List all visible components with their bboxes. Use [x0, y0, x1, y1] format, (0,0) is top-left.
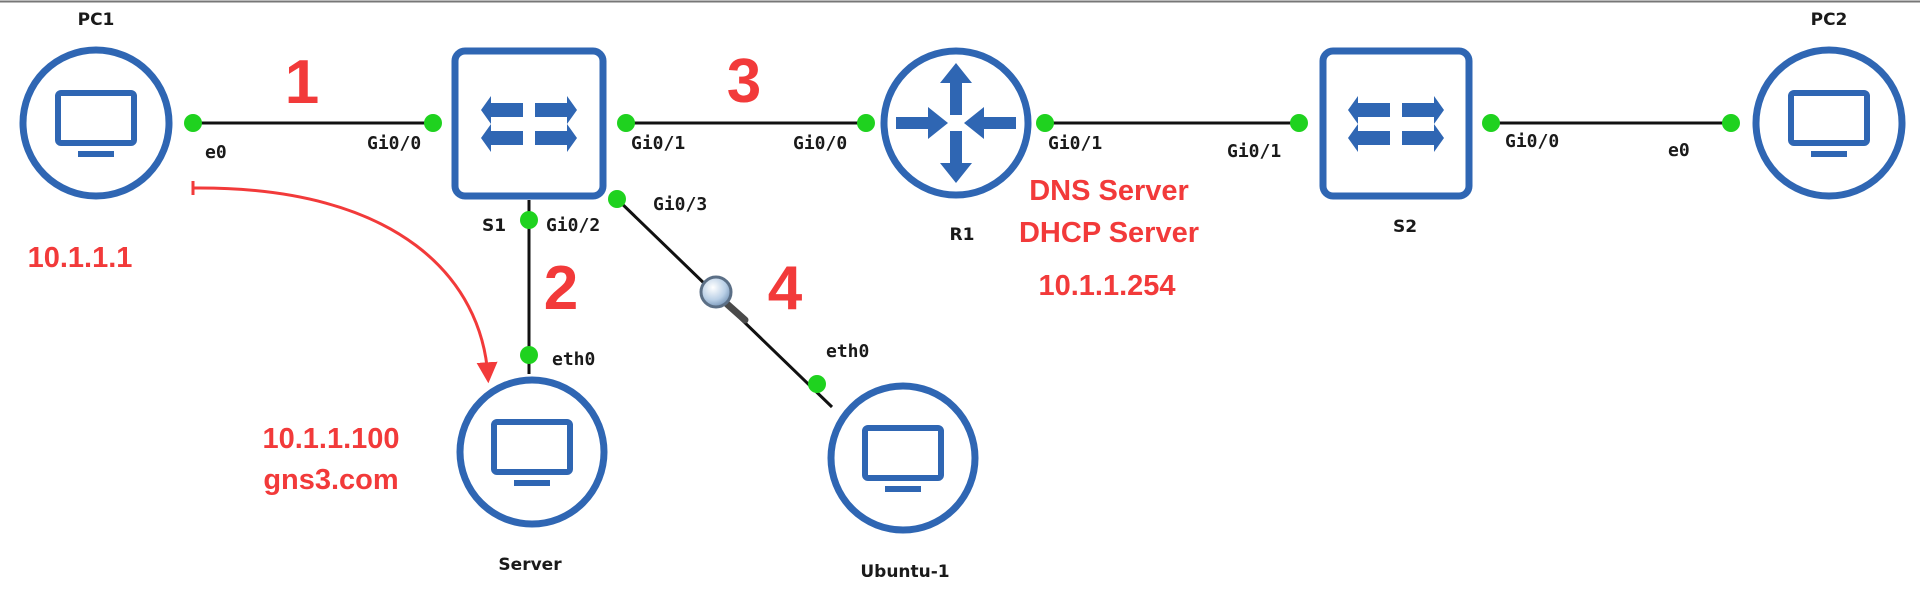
r1-device[interactable] — [880, 47, 1032, 199]
server-ip-annotation: 10.1.1.100 — [262, 423, 399, 455]
r1-dhcp-annotation: DHCP Server — [1019, 217, 1199, 249]
switch-arrows-icon — [481, 96, 577, 152]
segment-number-2: 2 — [544, 254, 578, 323]
pc1-to-server-arrow — [191, 181, 498, 384]
port-label-s1-gi01: Gi0/1 — [631, 133, 685, 154]
magnifier-icon[interactable] — [699, 275, 749, 324]
pc2-device[interactable] — [1752, 46, 1906, 200]
port-label-s1-gi02: Gi0/2 — [546, 215, 600, 236]
pc1-ip-annotation: 10.1.1.1 — [28, 242, 133, 274]
s2-box — [1319, 47, 1473, 200]
monitor-icon — [55, 90, 137, 157]
port-label-server-eth0: eth0 — [552, 349, 595, 370]
port-label-s1-gi03: Gi0/3 — [653, 194, 707, 215]
s1-box — [451, 47, 607, 200]
r1-label: R1 — [950, 225, 975, 245]
port-label-s1-gi00: Gi0/0 — [367, 133, 421, 154]
s2-device[interactable] — [1319, 47, 1473, 200]
ubuntu-device[interactable] — [827, 382, 979, 534]
r1-ring — [880, 47, 1032, 199]
segment-number-4: 4 — [768, 254, 803, 323]
pc1-device[interactable] — [19, 46, 173, 200]
switch-arrows-icon — [1348, 96, 1444, 152]
port-dot-s2-gi01 — [1290, 114, 1308, 132]
s1-device[interactable] — [451, 47, 607, 200]
server-label: Server — [498, 555, 562, 575]
pc2-ring — [1752, 46, 1906, 200]
s1-label: S1 — [482, 216, 506, 236]
port-dot-pc2-e0 — [1722, 114, 1740, 132]
server-device[interactable] — [456, 376, 608, 528]
pc1-ring — [19, 46, 173, 200]
port-dot-s1-gi00 — [424, 114, 442, 132]
port-dot-s1-gi01 — [617, 114, 635, 132]
port-label-s2-gi01: Gi0/1 — [1227, 141, 1281, 162]
s2-label: S2 — [1393, 217, 1417, 237]
r1-ip-annotation: 10.1.1.254 — [1038, 270, 1175, 302]
port-dot-s2-gi00 — [1482, 114, 1500, 132]
port-label-ubuntu-eth0: eth0 — [826, 341, 869, 362]
monitor-icon — [862, 425, 944, 492]
server-ring — [456, 376, 608, 528]
pc2-label: PC2 — [1811, 10, 1848, 30]
port-label-pc2-e0: e0 — [1668, 140, 1690, 161]
port-dot-s1-gi02 — [520, 211, 538, 229]
port-dot-s1-gi03 — [608, 190, 626, 208]
port-dot-pc1-e0 — [184, 114, 202, 132]
port-dot-ubuntu-eth0 — [808, 375, 826, 393]
segment-number-3: 3 — [727, 47, 761, 116]
ubuntu-label: Ubuntu-1 — [860, 562, 949, 582]
port-label-r1-gi00: Gi0/0 — [793, 133, 847, 154]
port-label-pc1-e0: e0 — [205, 142, 227, 163]
pc1-label: PC1 — [78, 10, 115, 30]
port-dot-r1-gi01 — [1036, 114, 1054, 132]
monitor-icon — [491, 419, 573, 486]
monitor-icon — [1788, 90, 1870, 157]
ubuntu-ring — [827, 382, 979, 534]
port-dot-server-eth0 — [520, 346, 538, 364]
port-dot-r1-gi00 — [857, 114, 875, 132]
r1-dns-annotation: DNS Server — [1029, 175, 1189, 207]
segment-number-1: 1 — [285, 48, 319, 117]
server-domain-annotation: gns3.com — [263, 464, 398, 496]
router-arrows-icon — [896, 63, 1016, 183]
port-label-s2-gi00: Gi0/0 — [1505, 131, 1559, 152]
port-label-r1-gi01: Gi0/1 — [1048, 133, 1102, 154]
